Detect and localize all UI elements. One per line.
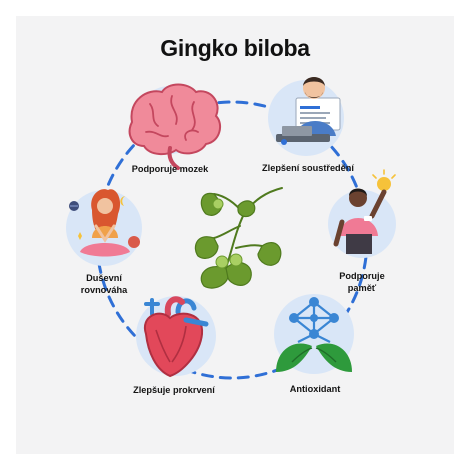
benefit-label-memory: Podporuje paměť bbox=[339, 271, 385, 293]
benefit-label-focus: Zlepšení soustředění bbox=[262, 163, 354, 173]
benefit-label-antioxidant: Antioxidant bbox=[289, 384, 341, 394]
benefit-label-circulation: Zlepšuje prokrvení bbox=[133, 385, 215, 395]
benefit-label-balance: Duševní rovnováha bbox=[80, 273, 128, 295]
page-title: Gingko biloba bbox=[160, 35, 310, 61]
benefit-label-brain: Podporuje mozek bbox=[131, 164, 209, 174]
